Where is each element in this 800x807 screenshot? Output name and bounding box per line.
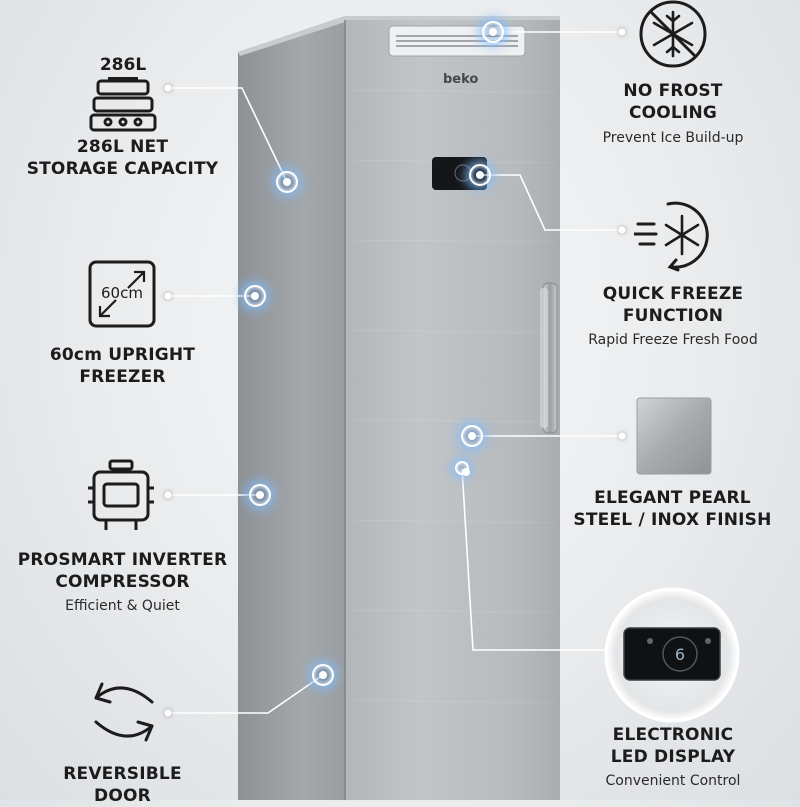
container-stack-icon: 286L <box>88 55 158 135</box>
no-frost-subtitle: Prevent Ice Build-up <box>602 130 744 146</box>
hotspot-door[interactable] <box>312 664 334 686</box>
led-display-readout: 6 <box>675 645 685 664</box>
display-title: ELECTRONIC LED DISPLAY <box>610 725 736 767</box>
door-title: REVERSIBLE DOOR <box>63 764 182 806</box>
compressor-icon <box>88 459 154 530</box>
hotspot-compressor[interactable] <box>249 484 271 506</box>
compressor-title: PROSMART INVERTER COMPRESSOR <box>17 550 228 592</box>
size-title: 60cm UPRIGHT FREEZER <box>49 345 196 387</box>
finish-title: ELEGANT PEARL STEEL / INOX FINISH <box>573 488 772 530</box>
reverse-arrows-icon <box>94 682 154 742</box>
no-frost-title: NO FROST COOLING <box>623 81 723 123</box>
line-end-dot <box>164 709 172 717</box>
line-end-dot <box>618 432 626 440</box>
quick-freeze-snowflake-icon <box>634 201 709 272</box>
hotspot-display[interactable] <box>455 461 470 476</box>
no-frost-snowflake-icon <box>639 0 707 68</box>
line-end-dot <box>164 84 172 92</box>
line-end-dot <box>164 491 172 499</box>
capacity-icon-label: 286L <box>99 55 147 75</box>
size-icon-label: 60cm <box>101 284 143 302</box>
dimension-arrows-icon <box>88 260 156 328</box>
hotspot-finish[interactable] <box>461 425 483 447</box>
display-subtitle: Convenient Control <box>605 773 741 789</box>
freezer-side-panel <box>238 16 345 800</box>
hotspot-size[interactable] <box>244 285 266 307</box>
steel-swatch-icon <box>636 397 712 475</box>
line-end-dot <box>164 292 172 300</box>
quick-freeze-title: QUICK FREEZE FUNCTION <box>602 284 744 326</box>
compressor-subtitle: Efficient & Quiet <box>65 598 180 614</box>
hotspot-capacity[interactable] <box>276 171 298 193</box>
brand-logo: beko <box>443 72 479 87</box>
connector-lines <box>168 31 622 714</box>
freezer-door <box>345 20 560 800</box>
hotspot-quick-freeze[interactable] <box>469 164 491 186</box>
line-end-dot <box>618 226 626 234</box>
hotspot-no-frost[interactable] <box>482 21 504 43</box>
capacity-title: 286L NET STORAGE CAPACITY <box>26 137 219 179</box>
quick-freeze-subtitle: Rapid Freeze Fresh Food <box>588 332 758 348</box>
line-end-dot <box>618 28 626 36</box>
